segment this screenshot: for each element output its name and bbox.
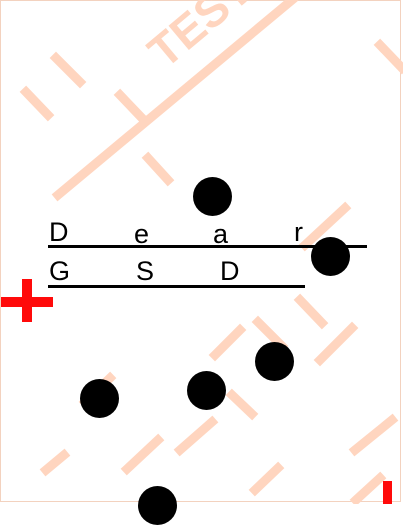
letter: a (213, 219, 229, 249)
dot (138, 486, 177, 525)
dot (193, 177, 232, 216)
letter: G (49, 256, 71, 286)
watermark-upper: TEST (51, 0, 299, 202)
bar-icon (383, 481, 392, 504)
letter: D (49, 217, 69, 247)
letter: D (220, 256, 240, 286)
letter: e (134, 219, 150, 249)
letter: S (136, 256, 155, 286)
baseline-rule-1 (48, 245, 367, 248)
canvas-frame (0, 0, 401, 502)
dot (187, 371, 226, 410)
dot (255, 342, 294, 381)
watermark-dashes (19, 38, 403, 504)
dot (80, 379, 119, 418)
dot (311, 237, 350, 276)
baseline-rule-2 (48, 285, 305, 288)
letter: r (294, 217, 303, 247)
